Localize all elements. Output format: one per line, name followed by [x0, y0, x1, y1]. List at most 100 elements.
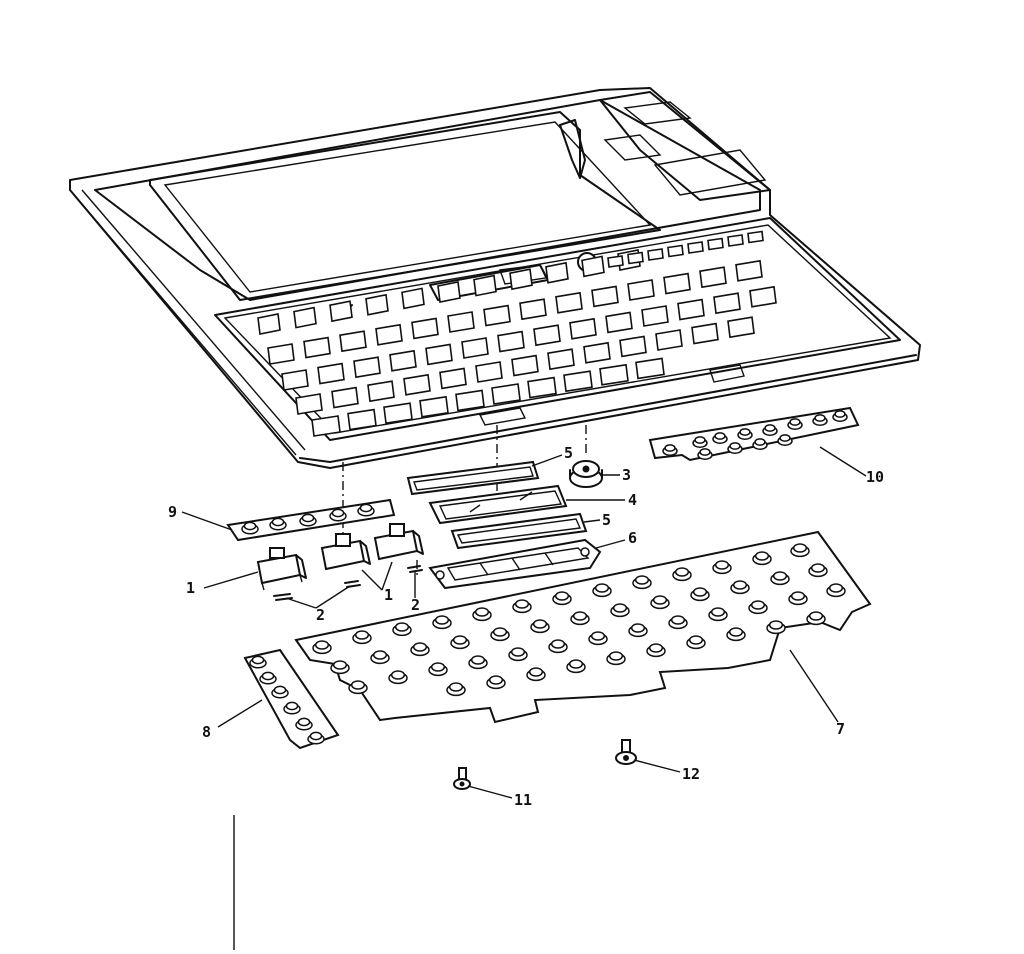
keycap — [461, 337, 489, 359]
contact-nub — [434, 615, 450, 625]
contact-nub — [750, 600, 766, 610]
contact-nub — [648, 643, 664, 653]
function-keycap — [747, 230, 764, 244]
keycap — [367, 380, 395, 403]
contact-nub — [532, 619, 548, 629]
function-keycap — [647, 248, 664, 261]
contact-nub — [332, 660, 348, 670]
callout-labels: 1 1 2 2 3 4 5 5 6 7 8 9 10 11 12 — [168, 444, 884, 809]
contact-nub — [828, 583, 844, 593]
part-4-display-glass — [428, 484, 568, 525]
contact-nub — [488, 675, 504, 685]
function-keycap — [687, 241, 704, 254]
keycap — [455, 389, 485, 412]
keycap — [581, 255, 605, 278]
contact-nub — [359, 503, 373, 513]
part-5-gasket-upper — [406, 460, 540, 496]
keycap — [497, 330, 525, 353]
contact-nub — [390, 670, 406, 680]
keycap — [511, 354, 539, 377]
part-11-screw — [453, 767, 471, 790]
leader-lines — [181, 446, 867, 799]
contact-nub — [372, 650, 388, 660]
keycap — [533, 324, 561, 347]
part-9-contact-strip — [226, 498, 396, 542]
contact-nub — [608, 651, 624, 661]
contact-nub — [554, 591, 570, 601]
keycap — [439, 367, 467, 390]
contact-nub — [692, 587, 708, 597]
keycap — [519, 298, 547, 321]
contact-nub — [331, 508, 345, 518]
function-keycap — [667, 244, 684, 258]
contact-nub — [670, 615, 686, 625]
keycap — [311, 415, 341, 437]
contact-nub — [394, 622, 410, 632]
contact-nub — [452, 635, 468, 645]
keycap — [641, 305, 669, 327]
keycap — [331, 386, 359, 409]
keycap — [353, 356, 381, 379]
function-keycap — [607, 255, 624, 268]
keycap — [545, 261, 569, 284]
callout-7: 7 — [836, 720, 845, 738]
contact-nub — [728, 627, 744, 637]
contact-nub — [810, 563, 826, 573]
contact-nub — [612, 603, 628, 613]
keycap — [281, 369, 309, 391]
part-3-knob — [569, 460, 603, 488]
callout-5-upper: 5 — [564, 444, 573, 462]
keycap — [655, 329, 683, 351]
keycap — [563, 370, 593, 393]
contact-nub — [474, 607, 490, 617]
keycap — [317, 362, 345, 385]
contact-nub — [568, 659, 584, 669]
part-8-contact-strip — [243, 648, 340, 750]
contact-nub — [448, 682, 464, 692]
keycap — [295, 393, 323, 415]
contact-nub — [779, 434, 791, 442]
callout-1-middle: 1 — [384, 586, 393, 604]
callout-5-lower: 5 — [602, 511, 611, 529]
contact-nub — [309, 731, 323, 741]
contact-nub — [714, 432, 726, 440]
callout-11: 11 — [514, 791, 532, 809]
keycap — [635, 357, 665, 380]
contact-nub — [729, 442, 741, 450]
keycap — [691, 322, 719, 345]
callout-10: 10 — [866, 468, 884, 486]
keycap — [401, 287, 425, 310]
contact-nub — [834, 410, 846, 418]
contact-nub — [550, 639, 566, 649]
contact-nub — [772, 571, 788, 581]
contact-nub — [528, 667, 544, 677]
callout-1-left: 1 — [186, 579, 195, 597]
keycap — [619, 335, 647, 358]
contact-nub — [354, 630, 370, 640]
contact-nub — [243, 521, 257, 531]
keycap — [475, 361, 503, 383]
keycap — [605, 311, 633, 334]
keycap — [677, 298, 705, 321]
contact-nub — [590, 631, 606, 641]
contact-nub — [470, 655, 486, 665]
callout-8: 8 — [202, 723, 211, 741]
part-1-switch-right — [373, 523, 424, 561]
contact-nub — [630, 623, 646, 633]
contact-nub — [792, 543, 808, 553]
keycap — [347, 408, 377, 431]
contact-nub — [764, 424, 776, 432]
keyboard-keys — [257, 230, 777, 437]
callout-3: 3 — [622, 466, 631, 484]
contact-nub — [572, 611, 588, 621]
contact-nub — [634, 575, 650, 585]
keycap — [627, 279, 655, 301]
contact-nub — [768, 620, 784, 630]
contact-nub — [699, 448, 711, 456]
callout-12: 12 — [682, 765, 700, 783]
keycap — [383, 402, 413, 425]
contact-nub — [754, 438, 766, 446]
keycap — [735, 259, 763, 282]
contact-nub — [510, 647, 526, 657]
callout-4: 4 — [628, 491, 637, 509]
